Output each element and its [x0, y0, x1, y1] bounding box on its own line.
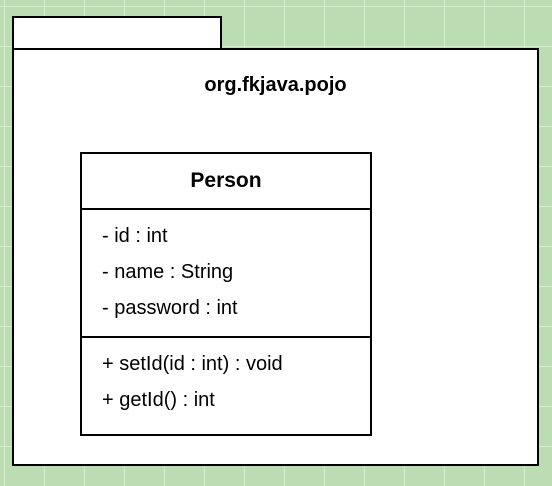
attribute-password: - password : int: [102, 297, 238, 319]
package-body: org.fkjava.pojo Person - id : int - name…: [12, 48, 539, 466]
attribute-name: - name : String: [102, 261, 234, 283]
class-attributes: - id : int - name : String - password : …: [82, 210, 370, 338]
package-tab: [12, 16, 222, 50]
attribute-id: - id : int: [102, 225, 168, 247]
operation-get-id: + getId() : int: [102, 389, 215, 411]
class-name: Person: [82, 154, 370, 210]
operation-set-id: + setId(id : int) : void: [102, 353, 283, 375]
class-person: Person - id : int - name : String - pass…: [80, 152, 372, 436]
package-name: org.fkjava.pojo: [204, 74, 347, 96]
class-operations: + setId(id : int) : void + getId() : int: [82, 338, 370, 426]
